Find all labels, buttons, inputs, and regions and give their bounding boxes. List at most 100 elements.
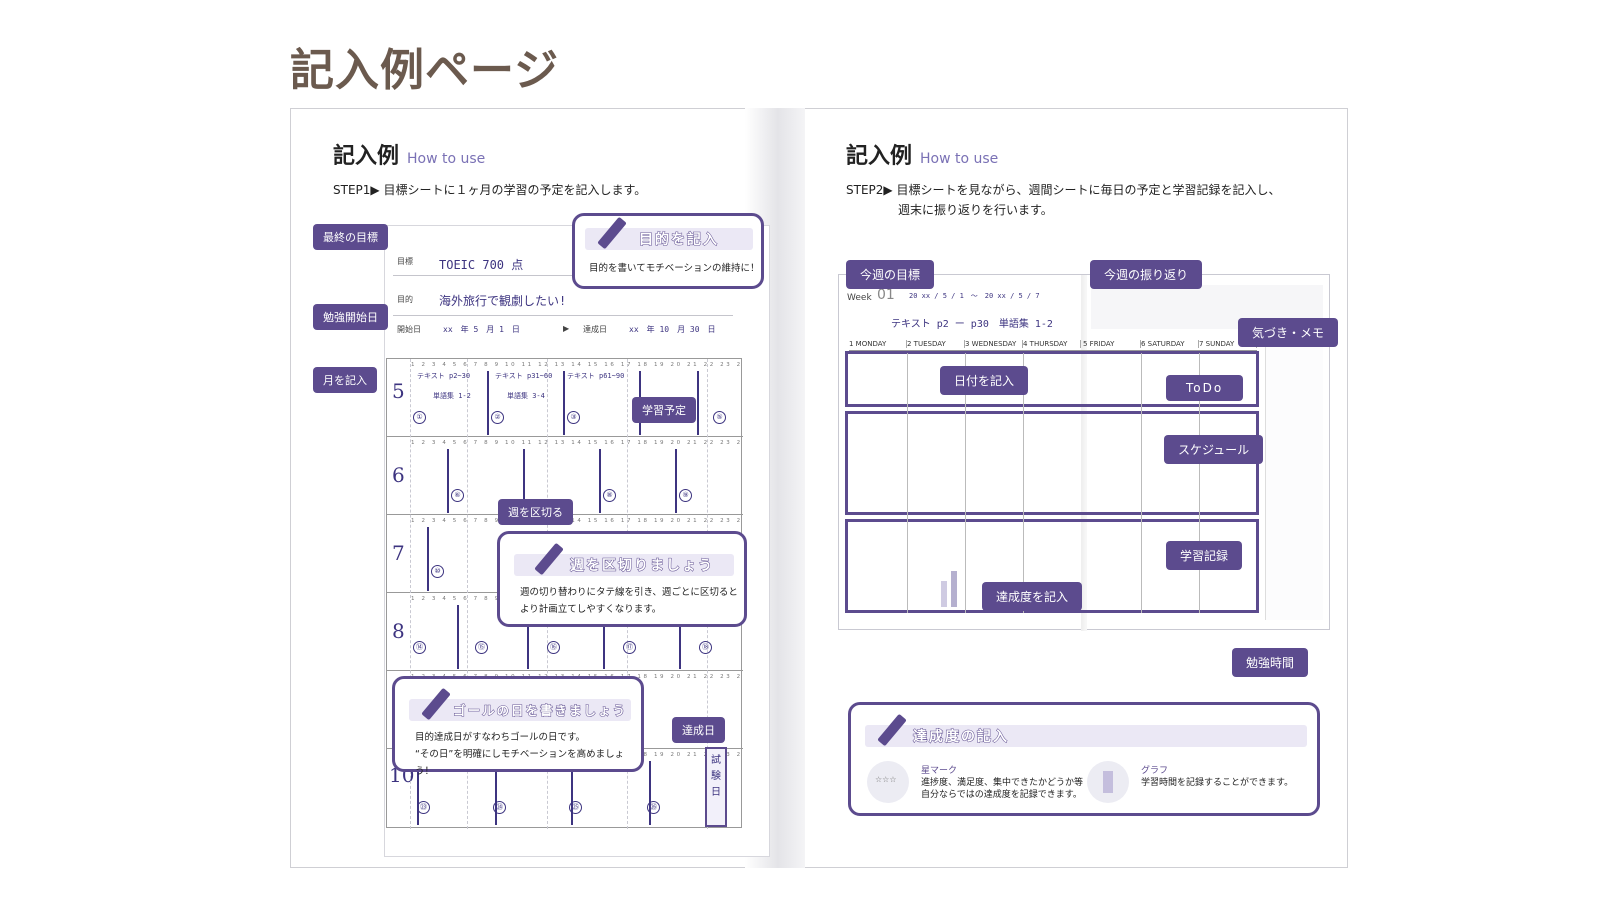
week-number: 01: [877, 287, 895, 303]
week-number: ㉕: [569, 801, 582, 814]
week-header: Week 01 20 xx / 5 / 1 ～ 20 xx / 5 / 7 テキ…: [847, 287, 1069, 330]
week-number: ⑥: [451, 489, 464, 502]
divider: [467, 359, 468, 829]
day-header: 3 WEDNESDAY: [965, 340, 1023, 348]
goal-value: TOEIC 700 点: [439, 258, 524, 272]
week-divider: [563, 371, 565, 435]
divider: [1199, 353, 1200, 613]
bubble-achievement-title: 達成度の記入: [913, 729, 1009, 746]
week-divider: [417, 761, 419, 825]
star-title: 星マーク: [921, 766, 958, 776]
goal-row: 目標 TOEIC 700 点: [393, 250, 733, 276]
plan-text: 単語集 1-2: [433, 392, 471, 400]
bubble-purpose-title: 目的を記入: [639, 232, 719, 249]
star-body: 進捗度、満足度、集中できたかどうか等 自分ならではの達成度を記録できます。: [921, 777, 1083, 801]
left-subtitle: How to use: [407, 151, 486, 167]
bubble-goal-day: ゴールの日を書きましょう 目的達成日がすなわちゴールの日です。 “その日”を明確…: [392, 676, 644, 777]
day-header-row: 1 MONDAY 2 TUESDAY 3 WEDNESDAY 4 THURSDA…: [849, 339, 1257, 351]
step-line: STEP2▶ 目標シートを見ながら、週間シートに毎日の予定と学習記録を記入し、: [846, 183, 1281, 197]
bubble-goal-day-title: ゴールの日を書きましょう: [452, 703, 628, 719]
week-divider: [697, 371, 699, 435]
week-number: ⑮: [475, 641, 488, 654]
goal-label: 目標: [397, 257, 413, 266]
day-header: 6 SATURDAY: [1141, 340, 1199, 348]
week-number: ⑱: [699, 641, 712, 654]
divider: [410, 359, 411, 829]
week-range: 20 xx / 5 / 1 ～ 20 xx / 5 / 7: [909, 292, 1040, 300]
week-divider: [571, 761, 573, 825]
graph-bar: [941, 581, 947, 607]
weekly-goal-text: テキスト p2 ー p30 単語集 1-2: [891, 319, 1053, 330]
week-number: ⑰: [623, 641, 636, 654]
stars: ☆☆☆: [875, 775, 897, 784]
week-divider: [457, 605, 459, 669]
left-title-text: 記入例: [333, 144, 400, 169]
bubble-purpose: 目的を記入 目的を書いてモチベーションの維持に！: [572, 213, 764, 289]
record-frame: [845, 519, 1259, 613]
bubble-achievement-header: 達成度の記入: [865, 713, 1307, 747]
end-label: 達成日: [583, 325, 607, 334]
left-title: 記入例 How to use: [333, 138, 485, 170]
right-step: STEP2▶ 目標シートを見ながら、週間シートに毎日の予定と学習記録を記入し、 …: [846, 180, 1280, 220]
right-subtitle: How to use: [920, 151, 999, 167]
month-row: 5 1 2 3 4 5 6 7 8 9 10 11 12 13 14 15 16…: [387, 359, 743, 437]
left-step: STEP1▶ 目標シートに１ヶ月の学習の予定を記入します。: [333, 183, 647, 197]
day-header: 1 MONDAY: [849, 340, 907, 348]
tag-study-time: 勉強時間: [1232, 648, 1309, 677]
week-number: ⑧: [603, 489, 616, 502]
bubble-split-week-header: 週を区切りましょう: [514, 542, 734, 576]
tag-todo: ToDo: [1166, 375, 1244, 401]
arrow-icon: ▶: [563, 324, 570, 333]
exam-day-text: 試験日: [711, 755, 721, 798]
week-number: ㉔: [493, 801, 506, 814]
step-line: 週末に振り返りを行います。: [898, 203, 1053, 217]
body-line: 週の切り替わりにタテ線を引き、週ごとに区切ると: [520, 587, 738, 598]
day-numbers: 1 2 3 4 5 6 7 8 9 10 11 12 13 14 15 16 1…: [411, 362, 741, 368]
day-header: 4 THURSDAY: [1023, 340, 1081, 348]
week-number: ⑯: [547, 641, 560, 654]
memo-column: [1265, 345, 1323, 620]
graph-bar: [951, 571, 957, 607]
sheet-gutter: [1081, 275, 1087, 631]
week-divider: [447, 449, 449, 513]
pencil-icon: [597, 216, 627, 250]
tag-schedule: 学習予定: [632, 397, 696, 423]
week-divider: [599, 449, 601, 513]
tag-achievement: 達成度を記入: [982, 582, 1083, 611]
body-line: 目的達成日がすなわちゴールの日です。: [415, 732, 586, 743]
divider: [965, 353, 966, 613]
start-value: xx 年 5 月 1 日: [443, 325, 520, 334]
week-number: ③: [567, 411, 580, 424]
month-label: 5: [392, 379, 405, 403]
day-numbers: 1 2 3 4 5 6 7 8 9 10 11 12 13 14 15 16 1…: [411, 440, 741, 446]
tag-memo: 気づき・メモ: [1238, 318, 1339, 347]
tag-schedule-right: スケジュール: [1164, 435, 1264, 464]
week-divider: [679, 605, 681, 669]
bubble-goal-day-header: ゴールの日を書きましょう: [409, 687, 631, 721]
week-divider: [427, 527, 429, 591]
week-divider: [603, 605, 605, 669]
exam-day-box: 試験日: [705, 747, 727, 827]
pencil-icon: [877, 713, 907, 747]
bubble-achievement: 達成度の記入 ☆☆☆ 星マーク 進捗度、満足度、集中できたかどうか等 自分ならで…: [848, 702, 1320, 816]
purpose-value: 海外旅行で観劇したい!: [439, 294, 567, 308]
todo-frame: [845, 351, 1259, 407]
week-number: ㉓: [417, 801, 430, 814]
date-row: 開始日 xx 年 5 月 1 日 ▶ 達成日 xx 年 10 月 30 日: [393, 324, 753, 338]
graph-title: グラフ: [1141, 766, 1169, 776]
star-mark-icon: ☆☆☆: [867, 761, 909, 803]
bubble-purpose-header: 目的を記入: [585, 216, 753, 250]
month-label: 8: [392, 619, 405, 643]
graph-icon: [1087, 761, 1129, 803]
week-divider: [523, 449, 525, 513]
week-number: ⑭: [413, 641, 426, 654]
tag-date: 日付を記入: [940, 366, 1029, 395]
tag-review: 今週の振り返り: [1090, 260, 1203, 289]
tag-final-goal: 最終の目標: [313, 224, 388, 250]
end-value: xx 年 10 月 30 日: [629, 325, 716, 334]
bubble-purpose-body: 目的を書いてモチベーションの維持に！: [589, 263, 760, 274]
tag-record: 学習記録: [1166, 541, 1243, 570]
week-number: ⑨: [679, 489, 692, 502]
day-numbers: 1 2 3 4 5 6 7 8 9 10 11 12 13 14 15 16 1…: [411, 518, 741, 524]
